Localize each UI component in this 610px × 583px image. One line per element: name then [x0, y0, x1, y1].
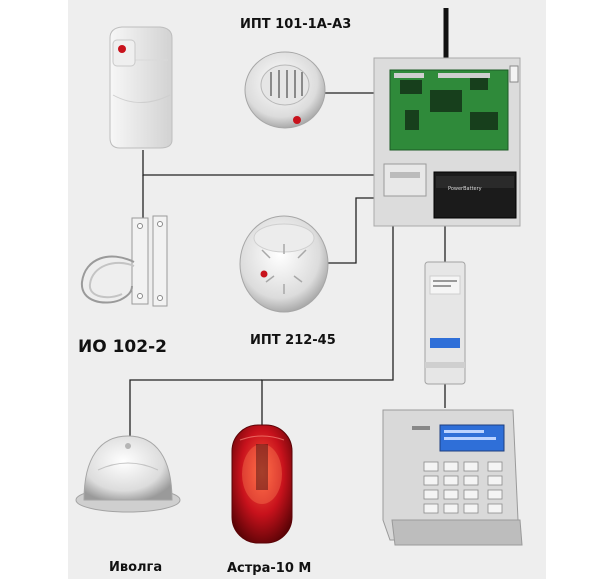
svg-text:PowerBattery: PowerBattery: [448, 186, 482, 192]
wiring: [129, 92, 446, 440]
strobe-siren-icon: [231, 424, 293, 544]
label-smoke-detector: ИПТ 212-45: [250, 333, 336, 348]
smoke-detector-icon: [239, 215, 329, 313]
control-panel-icon: PowerBattery: [373, 8, 521, 227]
label-heat-detector: ИПТ 101-1А-А3: [240, 17, 351, 32]
motion-detector-icon: [109, 26, 173, 149]
sounder-icon: [75, 435, 181, 513]
label-strobe-siren: Астра-10 М: [227, 561, 311, 576]
label-sounder: Иволга: [109, 560, 162, 575]
door-contact-icon: [80, 215, 168, 307]
power-supply-icon: [424, 261, 466, 385]
keypad-icon: [382, 409, 523, 546]
label-door-contact: ИО 102-2: [78, 337, 167, 357]
heat-detector-icon: [244, 51, 326, 129]
